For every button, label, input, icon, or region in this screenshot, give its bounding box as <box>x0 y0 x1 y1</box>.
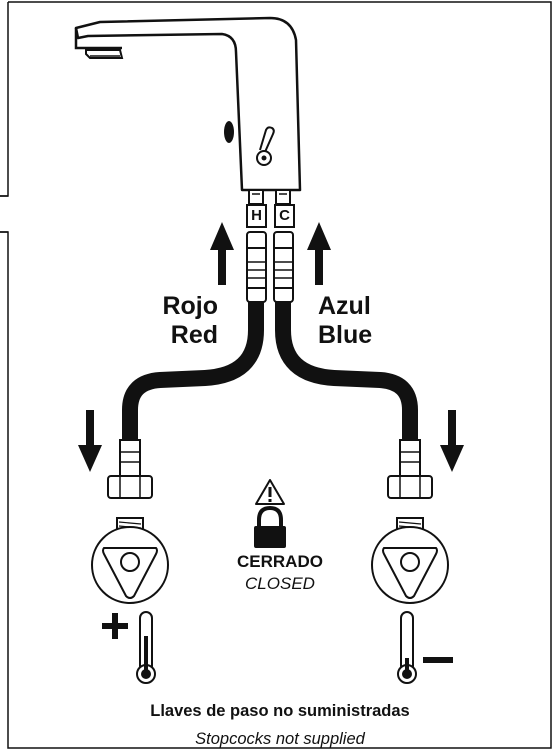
hot-port-label: H <box>246 204 267 228</box>
hot-hose-label-es: Rojo <box>162 292 218 320</box>
padlock-icon <box>254 505 286 548</box>
arrow-up-icon <box>210 222 234 285</box>
arrow-down-icon <box>440 410 464 472</box>
footer-note-es: Llaves de paso no suministradas <box>150 702 410 720</box>
closed-status-en: CLOSED <box>245 574 315 593</box>
faucet <box>74 16 302 205</box>
closed-status-es: CERRADO <box>237 552 323 571</box>
hot-fitting-bottom <box>107 439 153 499</box>
arrow-down-icon <box>78 410 102 472</box>
arrow-up-icon <box>307 222 331 285</box>
hot-thermometer-icon <box>136 611 156 684</box>
hot-hose-label-en: Red <box>170 321 218 349</box>
hot-hose-label: Rojo Red <box>136 292 218 350</box>
plus-icon <box>102 613 128 639</box>
cold-fitting-top <box>273 231 294 303</box>
cold-hose-label: Azul Blue <box>318 292 408 350</box>
footer-note-en: Stopcocks not supplied <box>195 730 365 748</box>
cold-hose-label-es: Azul <box>318 292 371 320</box>
minus-icon <box>423 657 453 663</box>
hot-hose <box>122 300 264 442</box>
faucet-lever-icon <box>256 126 275 166</box>
cold-fitting-bottom <box>387 439 433 499</box>
cold-hose <box>275 300 418 442</box>
warning-triangle-icon <box>255 479 285 505</box>
cold-hose-label-en: Blue <box>318 321 373 349</box>
cold-port-label: C <box>274 204 295 228</box>
hot-fitting-top <box>246 231 267 303</box>
cold-thermometer-icon <box>397 611 417 684</box>
cold-stopcock-icon <box>371 517 449 604</box>
hot-stopcock-icon <box>91 517 169 604</box>
